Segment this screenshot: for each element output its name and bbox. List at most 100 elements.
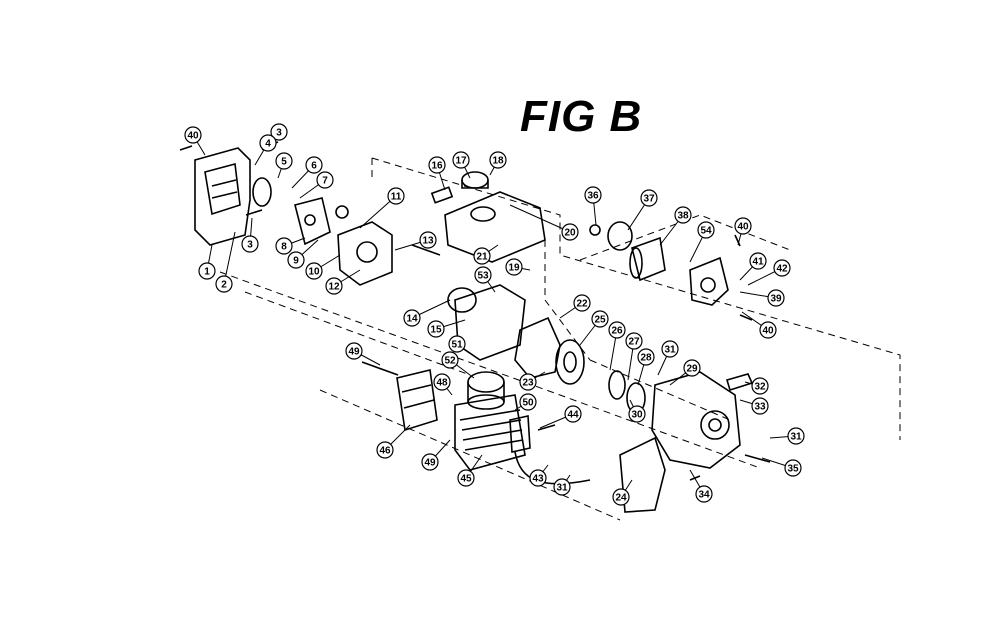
callout-label: 31: [664, 345, 676, 356]
callout-bubble: 41: [749, 252, 767, 270]
callout-label: 40: [737, 222, 749, 233]
callout-bubble: 24: [612, 488, 630, 506]
callout-bubble: 20: [561, 223, 579, 241]
callout-bubble: 17: [452, 151, 470, 169]
callout-label: 32: [754, 382, 766, 393]
callout-bubble: 27: [625, 332, 643, 350]
callout-circle: [448, 335, 466, 353]
callout-bubble: 31: [661, 340, 679, 358]
callout-label: 21: [476, 252, 488, 263]
callout-circle: [473, 247, 491, 265]
callout-circle: [661, 340, 679, 358]
callout-label: 3: [247, 240, 253, 251]
callout-circle: [640, 189, 658, 207]
callout-bubble: 15: [427, 320, 445, 338]
callout-label: 2: [221, 280, 227, 291]
callout-circle: [316, 171, 334, 189]
callout-label: 34: [698, 490, 710, 501]
callout-bubble: 3: [241, 235, 259, 253]
callout-label: 12: [328, 282, 340, 293]
callout-circle: [608, 321, 626, 339]
callout-bubble: 29: [683, 359, 701, 377]
callout-circle: [584, 186, 602, 204]
callout-circle: [441, 351, 459, 369]
callout-circle: [452, 151, 470, 169]
callout-label: 31: [790, 432, 802, 443]
callout-label: 27: [628, 337, 640, 348]
callout-label: 6: [311, 161, 317, 172]
callout-circle: [489, 151, 507, 169]
callout-bubble: 53: [474, 266, 492, 284]
callout-circle: [474, 266, 492, 284]
callout-label: 10: [308, 267, 320, 278]
assembly-guide-lines: [219, 157, 901, 521]
callout-label: 46: [379, 446, 391, 457]
callout-circle: [697, 221, 715, 239]
callout-circle: [564, 405, 582, 423]
callout-bubble: 4: [259, 134, 277, 152]
callout-circle: [259, 134, 277, 152]
callout-label: 3: [276, 128, 282, 139]
callout-label: 54: [700, 226, 712, 237]
primer-bulb: [335, 205, 349, 219]
callout-circle: [787, 427, 805, 445]
callout-bubble: 31: [787, 427, 805, 445]
part-outlines: [179, 141, 771, 513]
flywheel-housing: [514, 316, 561, 379]
callout-label: 48: [436, 378, 448, 389]
callout-circle: [287, 251, 305, 269]
gasket: [447, 287, 477, 313]
callout-circle: [275, 152, 293, 170]
callout-bubble: 40: [184, 126, 202, 144]
callout-label: 15: [430, 325, 442, 336]
callout-label: 5: [281, 157, 287, 168]
callout-label: 43: [532, 474, 544, 485]
callout-circle: [637, 348, 655, 366]
callout-bubble: 50: [519, 393, 537, 411]
callout-label: 4: [265, 139, 271, 150]
callout-circle: [561, 223, 579, 241]
callout-bubble: 37: [640, 189, 658, 207]
clutch-shoe: [607, 221, 633, 251]
callout-label: 40: [187, 131, 199, 142]
callout-circle: [421, 453, 439, 471]
callout-bubble: 49: [345, 342, 363, 360]
callout-bubble: 2: [215, 275, 233, 293]
callout-circle: [759, 321, 777, 339]
callout-bubble: 12: [325, 277, 343, 295]
callout-label: 49: [424, 458, 436, 469]
callout-label: 7: [322, 176, 328, 187]
callout-circle: [198, 262, 216, 280]
callout-label: 44: [567, 410, 579, 421]
callout-circle: [519, 393, 537, 411]
callout-bubble: 3: [270, 123, 288, 141]
callout-label: 26: [611, 326, 623, 337]
callout-bubble: 19: [505, 258, 523, 276]
callout-bubble: 42: [773, 259, 791, 277]
callout-circle: [767, 289, 785, 307]
callout-label: 17: [455, 156, 467, 167]
callout-circle: [184, 126, 202, 144]
callout-label: 9: [293, 256, 299, 267]
callout-circle: [625, 332, 643, 350]
callout-bubble: 34: [695, 485, 713, 503]
callout-bubble: 16: [428, 156, 446, 174]
callout-bubble: 40: [734, 217, 752, 235]
callout-circle: [553, 478, 571, 496]
callout-label: 52: [444, 356, 456, 367]
callout-label: 33: [754, 402, 766, 413]
callout-circle: [591, 310, 609, 328]
ignition-module: [509, 415, 531, 453]
starter-spring: [608, 370, 626, 400]
callout-bubble: 30: [628, 405, 646, 423]
callout-bubble: 36: [584, 186, 602, 204]
carburetor-body: [337, 221, 393, 286]
callout-circle: [505, 258, 523, 276]
callout-circle: [529, 469, 547, 487]
callout-label: 39: [770, 294, 782, 305]
callout-label: 8: [281, 242, 287, 253]
callout-bubble: 25: [591, 310, 609, 328]
callout-label: 22: [576, 299, 588, 310]
fuel-filter: [430, 186, 454, 204]
air-cleaner-cover: [194, 147, 251, 246]
